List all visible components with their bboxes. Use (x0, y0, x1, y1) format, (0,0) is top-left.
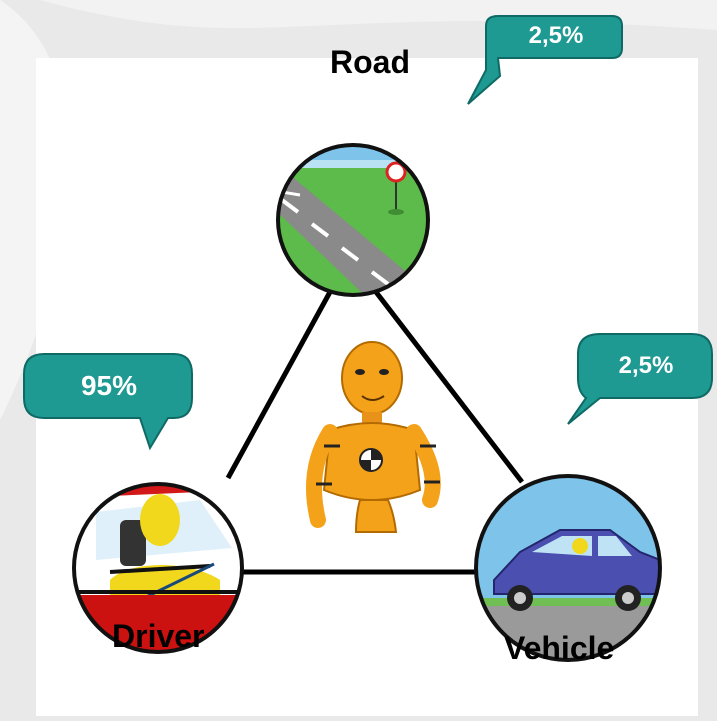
vehicle-share-value: 2,5% (618, 352, 674, 379)
triangle-connectors (225, 290, 524, 575)
road-label: Road (330, 44, 410, 80)
driver-share-bubble (23, 353, 193, 451)
vehicle-share-bubble (567, 333, 713, 425)
road-share-value: 2,5% (528, 22, 584, 49)
driver-share-value: 95% (80, 370, 138, 401)
vehicle-circle (474, 474, 662, 662)
road-share-bubble (467, 15, 623, 105)
vehicle-label: Vehicle (504, 630, 615, 666)
driver-circle (72, 482, 244, 654)
driver-label: Driver (112, 618, 205, 654)
road-circle (276, 143, 430, 297)
crash-test-dummy-figure (306, 341, 441, 533)
